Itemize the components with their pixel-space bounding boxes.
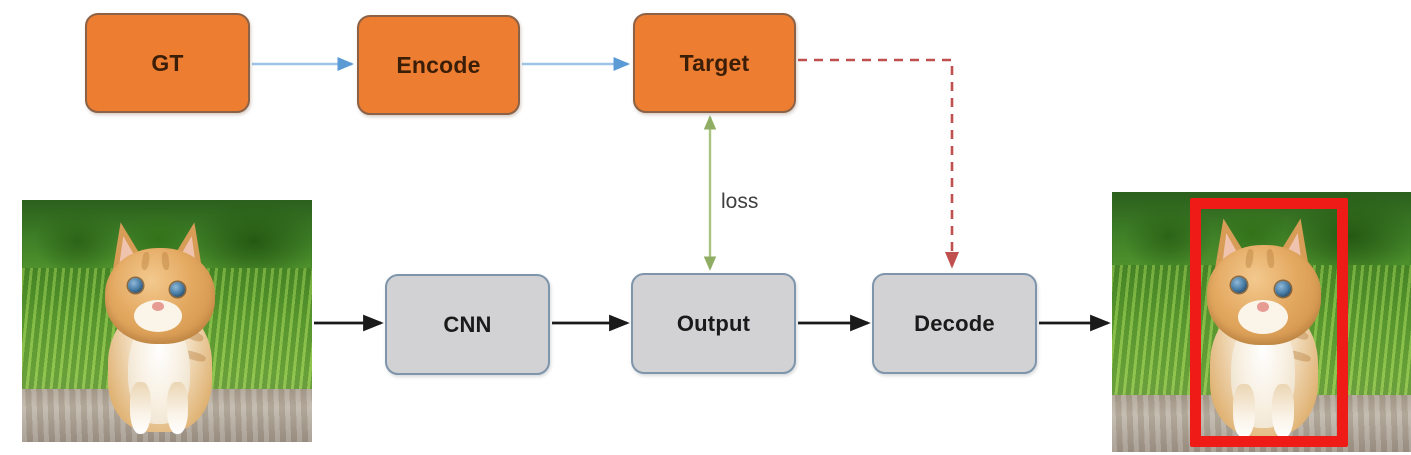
- node-encode-label: Encode: [396, 51, 481, 78]
- result-kitten-leg-left: [1233, 384, 1255, 438]
- result-kitten-leg-right: [1272, 384, 1294, 438]
- kitten-nose: [152, 302, 164, 311]
- kitten-leg-left: [130, 382, 151, 434]
- detection-bounding-box: [1190, 198, 1348, 447]
- node-output-label: Output: [676, 310, 751, 336]
- node-target[interactable]: Target: [633, 13, 796, 113]
- result-kitten-eye-left: [1231, 277, 1247, 293]
- node-target-label: Target: [679, 49, 750, 76]
- node-decode-label: Decode: [914, 310, 995, 336]
- kitten-leg-right: [167, 382, 188, 434]
- edge-target-to-decode: [798, 58, 960, 269]
- result-image-kitten-with-detection: [1112, 192, 1411, 452]
- node-cnn-label: CNN: [443, 311, 492, 337]
- node-decode[interactable]: Decode: [872, 273, 1037, 374]
- node-gt-label: GT: [151, 49, 184, 76]
- photo-foliage-blob-left: [33, 204, 121, 278]
- loss-edge-label: loss: [721, 190, 759, 213]
- node-output[interactable]: Output: [631, 273, 796, 374]
- node-cnn[interactable]: CNN: [385, 274, 550, 375]
- kitten-eye-right: [170, 282, 185, 297]
- node-gt[interactable]: GT: [85, 13, 250, 113]
- node-encode[interactable]: Encode: [357, 15, 520, 115]
- result-kitten-eye-right: [1275, 281, 1291, 297]
- result-kitten-nose: [1257, 302, 1269, 312]
- input-image-kitten: [22, 200, 312, 442]
- kitten-eye-left: [128, 278, 143, 293]
